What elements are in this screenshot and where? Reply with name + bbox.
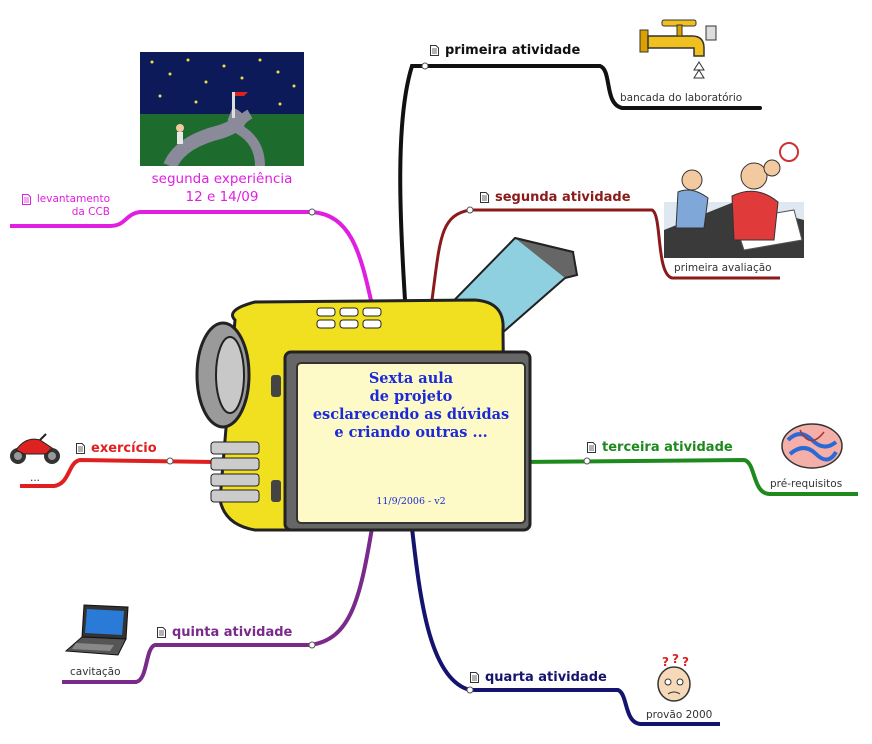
subtopic-bancada[interactable]: bancada do laboratório xyxy=(620,92,743,104)
branch-exercicio[interactable]: exercício xyxy=(76,441,157,456)
meeting-people-icon xyxy=(664,142,804,258)
subtopic-exercicio[interactable]: ... xyxy=(30,472,41,484)
svg-text:?: ? xyxy=(662,655,669,669)
branch-label: quinta atividade xyxy=(172,625,293,640)
central-line-2: de projeto xyxy=(369,388,453,405)
branch-label-line-2: 12 e 14/09 xyxy=(185,189,259,205)
branch-label: primeira atividade xyxy=(445,43,581,58)
branch-label: quarta atividade xyxy=(485,670,607,685)
document-icon xyxy=(587,442,596,453)
brain-icon xyxy=(781,423,843,469)
central-line-4: e criando outras ... xyxy=(334,424,488,441)
document-icon xyxy=(430,45,439,56)
branch-primeira-atividade[interactable]: primeira atividade xyxy=(430,43,580,58)
svg-text:?: ? xyxy=(682,655,689,669)
subtopic-cavitacao[interactable]: cavitação xyxy=(70,666,121,678)
branch-label: terceira atividade xyxy=(602,440,733,455)
connector-exercicio xyxy=(20,457,216,488)
branch-quinta-atividade[interactable]: quinta atividade xyxy=(157,625,292,640)
subtopic-line-2: da CCB xyxy=(71,206,110,218)
branch-label: segunda atividade xyxy=(495,190,631,205)
branch-segunda-atividade[interactable]: segunda atividade xyxy=(480,190,631,205)
branch-quarta-atividade[interactable]: quarta atividade xyxy=(470,670,607,685)
subtopic-primeira-avaliacao[interactable]: primeira avaliação xyxy=(674,262,772,274)
central-topic[interactable]: Sexta aula de projeto esclarecendo as dú… xyxy=(298,370,524,442)
connector-primeira xyxy=(398,64,762,302)
subtopic-provao-2000[interactable]: provão 2000 xyxy=(646,709,713,721)
camcorder-picture xyxy=(195,236,579,532)
branch-label: exercício xyxy=(91,441,157,456)
document-icon xyxy=(76,443,85,454)
connector-segunda xyxy=(430,208,780,301)
subtopic-line-1: levantamento xyxy=(36,193,110,205)
document-icon xyxy=(480,192,489,203)
document-icon xyxy=(470,672,479,683)
branch-segunda-experiencia[interactable]: segunda experiência 12 e 14/09 xyxy=(136,170,308,206)
motorcycle-icon xyxy=(10,433,60,464)
central-line-3: esclarecendo as dúvidas xyxy=(312,406,510,423)
document-icon xyxy=(21,194,31,205)
laptop-icon xyxy=(64,604,129,656)
central-date: 11/9/2006 - v2 xyxy=(376,496,446,507)
connector-terceira xyxy=(519,457,858,496)
subtopic-pre-requisitos[interactable]: pré-requisitos xyxy=(770,478,843,490)
branch-label-line-1: segunda experiência xyxy=(151,171,293,187)
subtopic-levantamento-ccb[interactable]: levantamento da CCB xyxy=(14,193,110,219)
branch-terceira-atividade[interactable]: terceira atividade xyxy=(587,440,733,455)
night-path-picture xyxy=(140,52,304,166)
central-line-1: Sexta aula xyxy=(368,370,454,387)
svg-text:?: ? xyxy=(672,652,679,666)
faucet-icon xyxy=(639,19,717,79)
confused-face-icon: ? ? ? xyxy=(657,652,691,702)
document-icon xyxy=(157,627,166,638)
connector-quarta xyxy=(410,527,720,726)
